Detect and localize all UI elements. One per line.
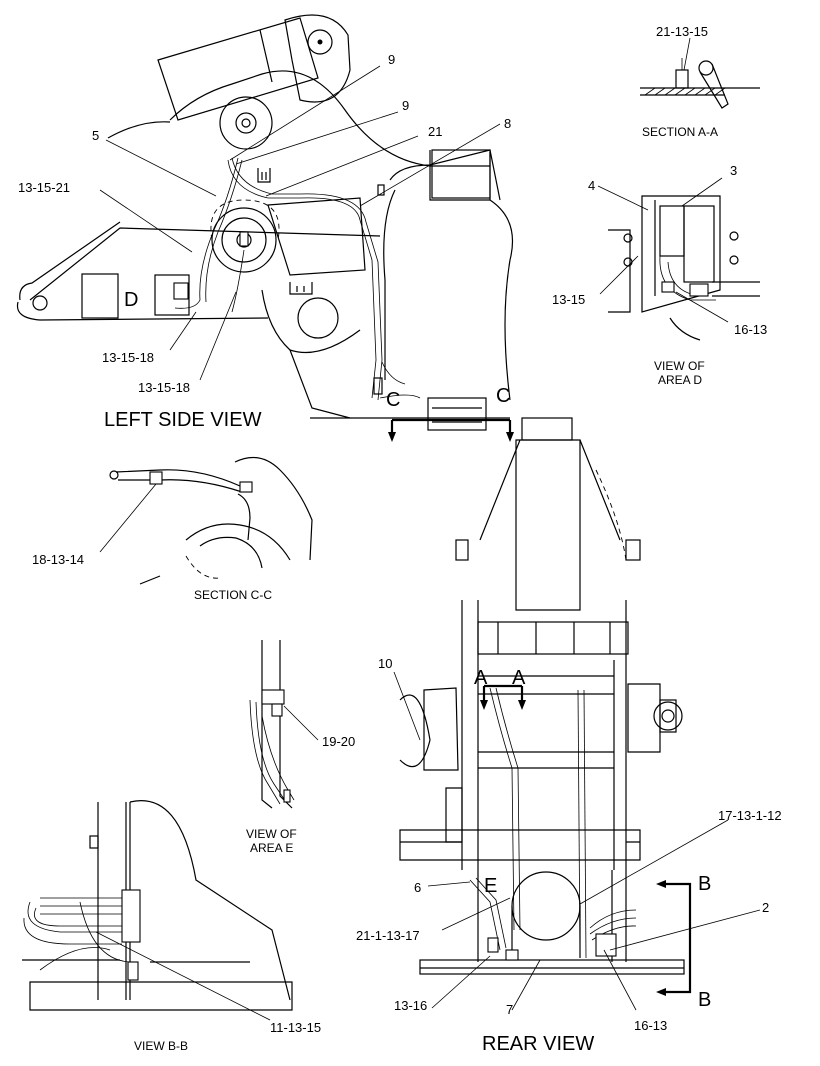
view-b-b-drawing [22, 800, 293, 1011]
callout-17-13-1-12: 17-13-1-12 [718, 808, 782, 823]
callout-16-13-rear: 16-13 [634, 1018, 667, 1033]
callout-13-16: 13-16 [394, 998, 427, 1013]
area-e-title-line1: VIEW OF [246, 827, 297, 841]
area-e-title-line2: AREA E [250, 841, 293, 855]
section-c-c-drawing [109, 456, 313, 585]
area-d-drawing [608, 195, 760, 341]
section-a-a-title: SECTION A-A [642, 125, 718, 139]
callout-21: 21 [428, 124, 442, 139]
callout-10: 10 [378, 656, 392, 671]
rear-view-drawing [399, 417, 692, 996]
rear-view-title: REAR VIEW [482, 1033, 594, 1055]
callout-2: 2 [762, 900, 769, 915]
callout-13-15-21: 13-15-21 [18, 180, 70, 195]
callout-16-13-area-d: 16-13 [734, 322, 767, 337]
callout-11-13-15: 11-13-15 [270, 1020, 321, 1035]
left-side-view-title: LEFT SIDE VIEW [104, 409, 262, 431]
callout-19-20: 19-20 [322, 734, 355, 749]
section-marker-b-bottom: B [698, 989, 711, 1011]
leader-lines [95, 37, 761, 1021]
view-b-b-title: VIEW B-B [134, 1039, 188, 1053]
area-marker-d: D [124, 289, 138, 311]
callout-13-15: 13-15 [552, 292, 585, 307]
area-d-title-line2: AREA D [658, 373, 702, 387]
callout-3: 3 [730, 163, 737, 178]
section-marker-a-left: A [474, 667, 488, 689]
callout-8: 8 [504, 116, 511, 131]
section-marker-c-left: C [386, 389, 400, 411]
callout-4: 4 [588, 178, 595, 193]
callout-5: 5 [92, 128, 99, 143]
section-a-a-drawing [640, 58, 760, 109]
area-e-drawing [249, 640, 295, 809]
callout-13-15-18-a: 13-15-18 [102, 350, 154, 365]
callout-21-13-15: 21-13-15 [656, 24, 708, 39]
callout-7: 7 [506, 1002, 513, 1017]
callout-9-upper: 9 [388, 52, 395, 67]
section-c-c-title: SECTION C-C [194, 588, 272, 602]
callout-18-13-14: 18-13-14 [32, 552, 84, 567]
area-marker-e: E [484, 875, 497, 897]
area-d-title-line1: VIEW OF [654, 359, 705, 373]
left-side-view-drawing [16, 14, 514, 442]
callout-21-1-13-17: 21-1-13-17 [356, 928, 420, 943]
callout-9-lower: 9 [402, 98, 409, 113]
section-marker-a-right: A [512, 667, 526, 689]
callout-13-15-18-b: 13-15-18 [138, 380, 190, 395]
callout-6: 6 [414, 880, 421, 895]
section-marker-c-right: C [496, 385, 510, 407]
section-marker-b-top: B [698, 873, 711, 895]
